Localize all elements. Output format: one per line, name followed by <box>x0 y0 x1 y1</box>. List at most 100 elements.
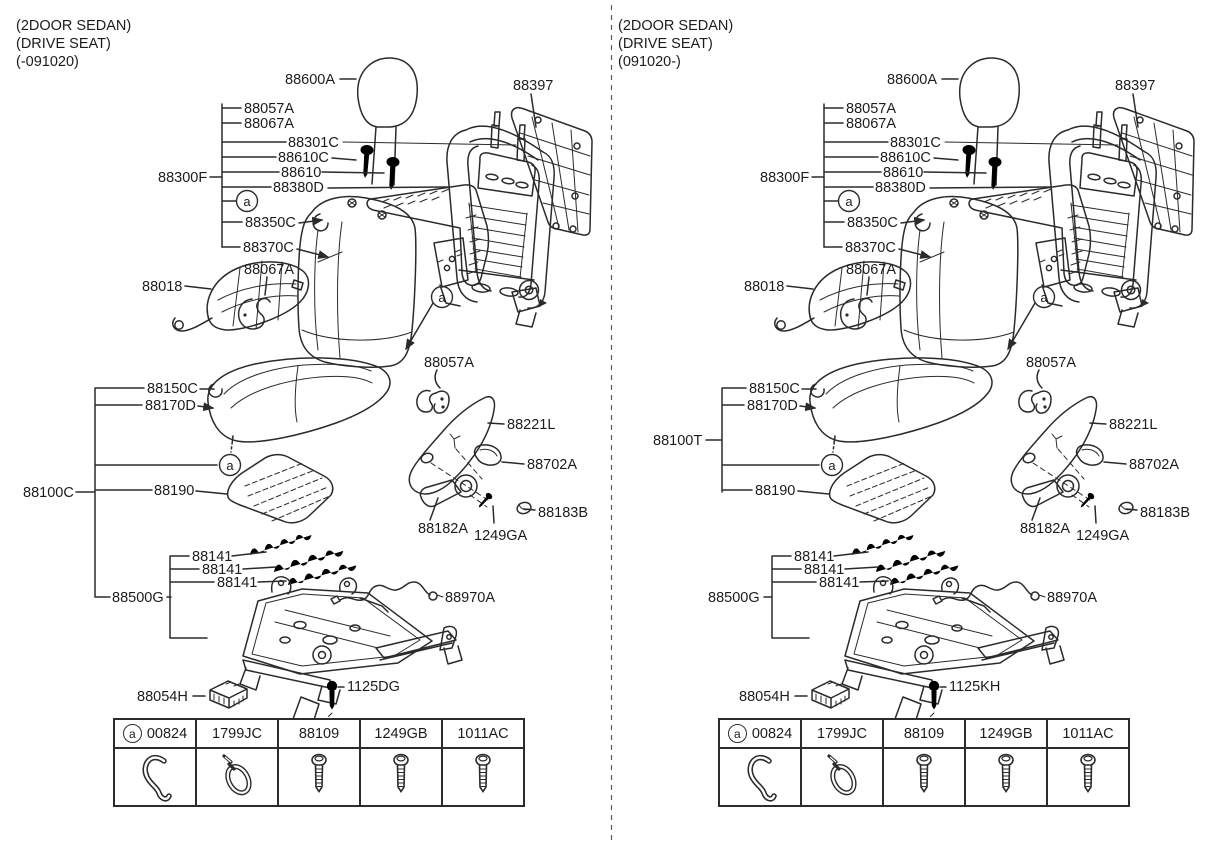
callout-1125KH: 1125KH <box>949 679 1000 695</box>
tapping-screw-icon <box>475 753 491 793</box>
panel-left: (2DOOR SEDAN) (DRIVE SEAT) (-091020) 886… <box>16 18 592 746</box>
legend-header-cell: 1011AC <box>443 720 523 747</box>
callout-88702A: 88702A <box>1129 457 1179 473</box>
callout-88190: 88190 <box>154 483 194 499</box>
legend-header-cell: a 00824 <box>720 720 802 747</box>
legend-header-cell: 1799JC <box>802 720 884 747</box>
callout-88397: 88397 <box>1115 78 1155 94</box>
callout-1125DG: 1125DG <box>347 679 400 695</box>
callout-88170D: 88170D <box>145 398 196 414</box>
marker-a-circle <box>837 189 861 213</box>
marker-a: a <box>243 194 251 209</box>
callout-88300F: 88300F <box>760 170 809 186</box>
legend-header-cell: 1249GB <box>361 720 443 747</box>
tapping-screw-icon <box>1080 753 1096 793</box>
legend-part-number: 1799JC <box>212 725 262 742</box>
callout-88067A-side: 88067A <box>846 262 896 278</box>
legend-icon-cell <box>884 749 966 805</box>
marker-a: a <box>727 724 747 743</box>
tapping-screw-icon <box>998 753 1014 793</box>
panel-right-labels: (2DOOR SEDAN) (DRIVE SEAT) (091020-) 886… <box>618 18 1190 705</box>
callout-88141-2: 88141 <box>202 562 242 578</box>
callout-88350C: 88350C <box>245 215 296 231</box>
callout-88182A: 88182A <box>1020 521 1070 537</box>
marker-a: a <box>122 724 142 743</box>
callout-88610: 88610 <box>281 165 321 181</box>
legend-part-number: 1011AC <box>1062 725 1114 742</box>
callout-88370C: 88370C <box>845 240 896 256</box>
callout-88067A-top: 88067A <box>244 116 294 132</box>
callout-88600A: 88600A <box>887 72 937 88</box>
callout-88300F: 88300F <box>158 170 207 186</box>
legend-icon-cell <box>443 749 523 805</box>
legend-icon-cell <box>1048 749 1128 805</box>
legend-header-cell: 1011AC <box>1048 720 1128 747</box>
callout-88170D: 88170D <box>747 398 798 414</box>
callout-1249GA: 1249GA <box>474 528 528 544</box>
callout-88100T: 88100T <box>653 433 702 449</box>
callout-88183B: 88183B <box>538 505 588 521</box>
panel-header-line3: (-091020) <box>16 54 79 70</box>
callout-88018: 88018 <box>744 279 784 295</box>
legend-icon-cell <box>279 749 361 805</box>
marker-a-circle <box>430 285 454 309</box>
fastener-legend-table-left: a 00824 1799JC 88109 1249GB 1011AC <box>113 718 525 807</box>
fastener-legend-table-right: a 00824 1799JC 88109 1249GB 1011AC <box>718 718 1130 807</box>
callout-88970A: 88970A <box>1047 590 1097 606</box>
tapping-screw-icon <box>311 753 327 793</box>
callout-88350C: 88350C <box>847 215 898 231</box>
callout-88610: 88610 <box>883 165 923 181</box>
legend-part-number: 1011AC <box>457 725 509 742</box>
callout-88610C: 88610C <box>880 150 931 166</box>
callout-88054H: 88054H <box>137 689 188 705</box>
callout-88600A: 88600A <box>285 72 335 88</box>
tapping-screw-icon <box>393 753 409 793</box>
callout-88380D: 88380D <box>875 180 926 196</box>
callout-88970A: 88970A <box>445 590 495 606</box>
marker-a-circle <box>820 453 844 477</box>
panel-right-bracket-lines <box>705 387 820 598</box>
panel-header-line2: (DRIVE SEAT) <box>16 36 111 52</box>
marker-a: a <box>226 458 234 473</box>
legend-header-cell: 88109 <box>279 720 361 747</box>
callout-88610C: 88610C <box>278 150 329 166</box>
legend-part-number: 1799JC <box>817 725 867 742</box>
callout-88057A-top: 88057A <box>846 101 896 117</box>
callout-88054H: 88054H <box>739 689 790 705</box>
callout-88500G: 88500G <box>112 590 164 606</box>
panel-left-bracket-lines <box>75 387 218 598</box>
panel-header-line1: (2DOOR SEDAN) <box>618 18 733 34</box>
callout-88702A: 88702A <box>527 457 577 473</box>
callout-88067A-top: 88067A <box>846 116 896 132</box>
callout-88190: 88190 <box>755 483 795 499</box>
callout-88100C: 88100C <box>23 485 74 501</box>
callout-88057A-top: 88057A <box>244 101 294 117</box>
callout-88380D: 88380D <box>273 180 324 196</box>
callout-88183B: 88183B <box>1140 505 1190 521</box>
callout-88221L: 88221L <box>1109 417 1157 433</box>
panel-left-labels: (2DOOR SEDAN) (DRIVE SEAT) (-091020) 886… <box>16 18 588 705</box>
legend-part-number: 1249GB <box>374 725 428 742</box>
callout-88150C: 88150C <box>749 381 800 397</box>
marker-a: a <box>1040 290 1048 305</box>
tapping-screw-icon <box>916 753 932 793</box>
panel-header-line1: (2DOOR SEDAN) <box>16 18 131 34</box>
marker-a-circle <box>218 453 242 477</box>
legend-header-cell: 88109 <box>884 720 966 747</box>
legend-header-row: a 00824 1799JC 88109 1249GB 1011AC <box>720 720 1128 749</box>
legend-icon-cell <box>197 749 279 805</box>
legend-part-number: 00824 <box>146 725 188 742</box>
callout-88141-1: 88141 <box>192 549 232 565</box>
legend-icon-cell <box>720 749 802 805</box>
callout-88182A: 88182A <box>418 521 468 537</box>
legend-part-number: 00824 <box>751 725 793 742</box>
callout-88370C: 88370C <box>243 240 294 256</box>
callout-88018: 88018 <box>142 279 182 295</box>
legend-part-number: 1249GB <box>979 725 1033 742</box>
callout-1249GA: 1249GA <box>1076 528 1130 544</box>
cable-tie-icon <box>820 749 864 805</box>
callout-88141-3: 88141 <box>217 575 257 591</box>
callout-88141-3: 88141 <box>819 575 859 591</box>
marker-a-circle <box>235 189 259 213</box>
